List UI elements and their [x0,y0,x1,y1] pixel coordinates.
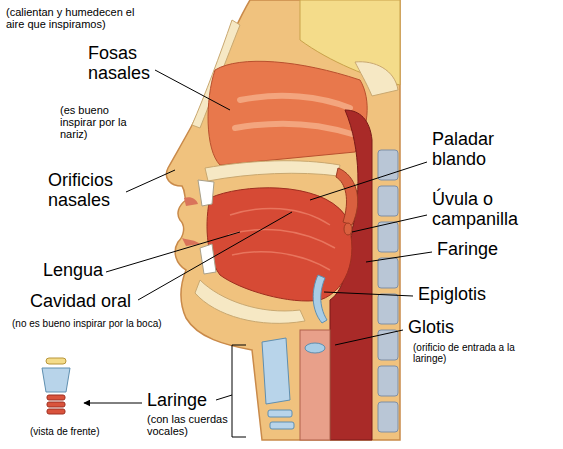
part-label: Úvula o campanilla [432,190,532,230]
part-label: Fosas nasales [88,44,160,84]
part-label: Laringe [147,391,217,411]
part-label: Lengua [43,261,133,281]
part-label: Epiglotis [418,285,528,305]
note-text: (no es bueno inspirar por la boca) [12,318,187,329]
note-text: (vista de frente) [30,426,130,437]
part-label: Orificios nasales [48,171,130,211]
note-text: (orificio de entrada a la laringe) [413,342,531,364]
part-label: Paladar blando [432,130,512,170]
part-label: Faringe [437,240,537,260]
part-label: Cavidad oral [30,292,170,312]
part-label: Glotis [408,318,508,338]
note-text: (es bueno inspirar por la nariz) [60,104,134,140]
note-text: (con las cuerdas vocales) [147,413,247,437]
note-text: (calientan y humedecen el aire que inspi… [6,6,151,30]
